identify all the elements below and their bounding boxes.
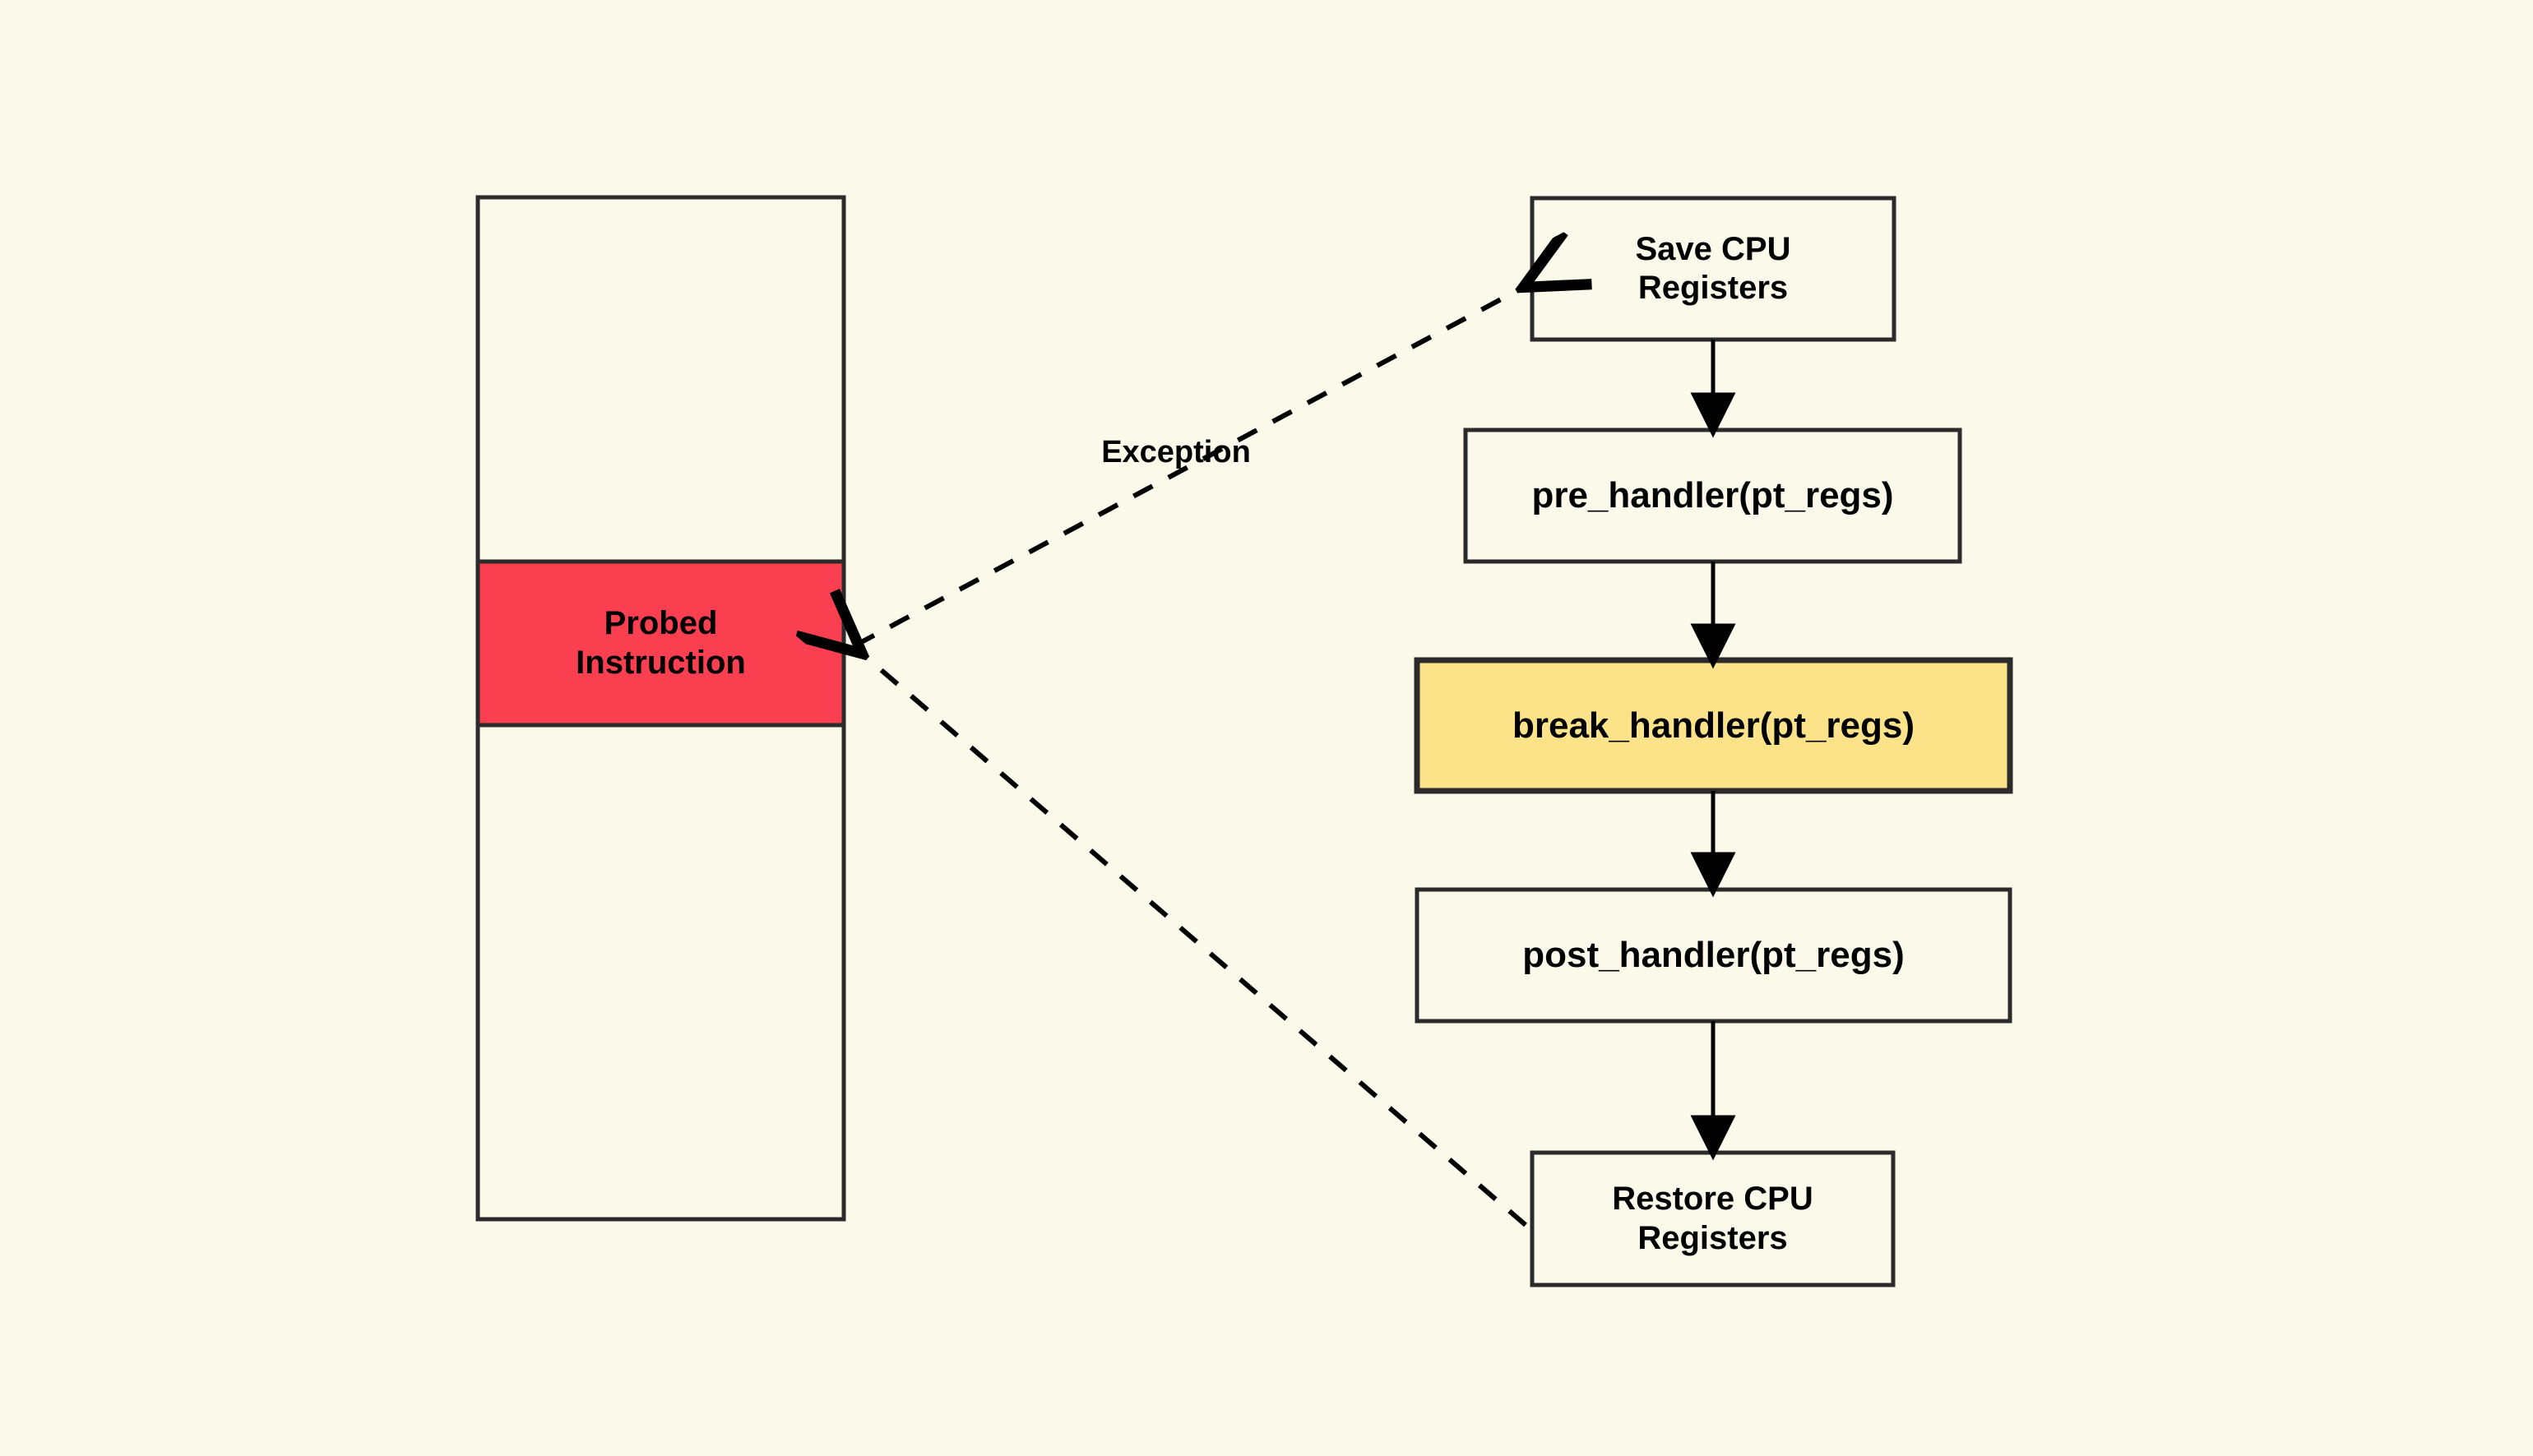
- restore-cpu-registers-box[interactable]: [1530, 1150, 1896, 1287]
- probed-instruction-block[interactable]: [475, 559, 846, 728]
- edge-return-dashed: [860, 652, 1527, 1227]
- save-cpu-registers-box[interactable]: [1530, 196, 1896, 342]
- break-handler-box[interactable]: [1414, 657, 2013, 794]
- post-handler-box[interactable]: [1415, 887, 2012, 1024]
- pre-handler-box[interactable]: [1463, 428, 1962, 564]
- edge-exception-dashed: [854, 286, 1526, 648]
